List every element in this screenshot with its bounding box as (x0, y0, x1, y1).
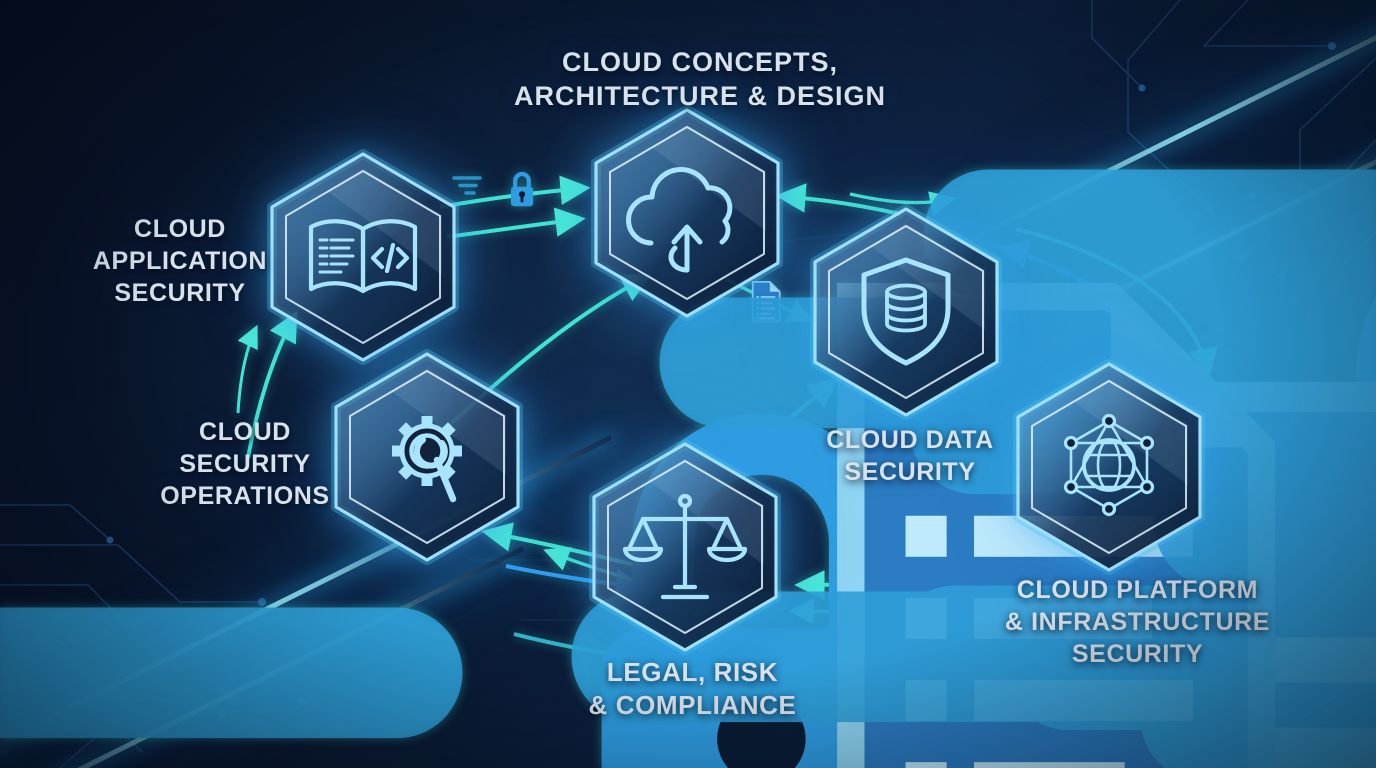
label-cloud-data-security: CLOUD DATA SECURITY (790, 424, 1030, 488)
cloud-upload-icon (626, 166, 733, 273)
label-line: CLOUD PLATFORM (1016, 576, 1259, 604)
label-cloud-platform-infrastructure-security: CLOUD PLATFORM & INFRASTRUCTURE SECURITY (985, 574, 1290, 670)
label-line: OPERATIONS (160, 482, 330, 510)
node-legal-risk-compliance (589, 439, 781, 655)
label-line: CLOUD (199, 418, 291, 446)
node-cloud-security-operations (331, 349, 523, 565)
padlock-icon (919, 665, 1258, 768)
node-cloud-application-security (267, 149, 459, 365)
label-cloud-security-operations: CLOUD SECURITY OPERATIONS (120, 416, 370, 512)
label-line: SECURITY (844, 458, 976, 486)
label-line: CLOUD CONCEPTS, (561, 47, 838, 77)
book-code-icon (308, 219, 418, 294)
label-line: & INFRASTRUCTURE (1004, 608, 1271, 636)
label-line: SECURITY (179, 450, 311, 478)
label-line: CLOUD DATA (826, 426, 994, 454)
scales-icon (622, 493, 748, 600)
padlock-icon (511, 174, 533, 206)
gear-wrench-icon (392, 416, 462, 503)
label-line: ARCHITECTURE & DESIGN (513, 81, 886, 111)
padlock-icon (1320, 254, 1376, 768)
label-line: & COMPLIANCE (588, 690, 797, 720)
light-beam (0, 546, 525, 768)
label-line: LEGAL, RISK (606, 657, 779, 687)
padlock-icon (1352, 675, 1376, 768)
network-globe-icon (1063, 413, 1155, 517)
node-cloud-concepts (591, 105, 783, 321)
label-cloud-concepts: CLOUD CONCEPTS, ARCHITECTURE & DESIGN (460, 45, 940, 113)
label-line: SECURITY (1071, 640, 1204, 668)
label-cloud-application-security: CLOUD APPLICATION SECURITY (55, 213, 305, 309)
label-line: CLOUD (134, 215, 226, 243)
label-legal-risk-compliance: LEGAL, RISK & COMPLIANCE (560, 656, 825, 722)
node-cloud-data-security (810, 204, 1002, 420)
label-line: APPLICATION (92, 247, 268, 275)
label-line: SECURITY (114, 279, 246, 307)
shield-database-icon (861, 257, 951, 366)
node-cloud-platform-infrastructure-security (1013, 359, 1205, 575)
